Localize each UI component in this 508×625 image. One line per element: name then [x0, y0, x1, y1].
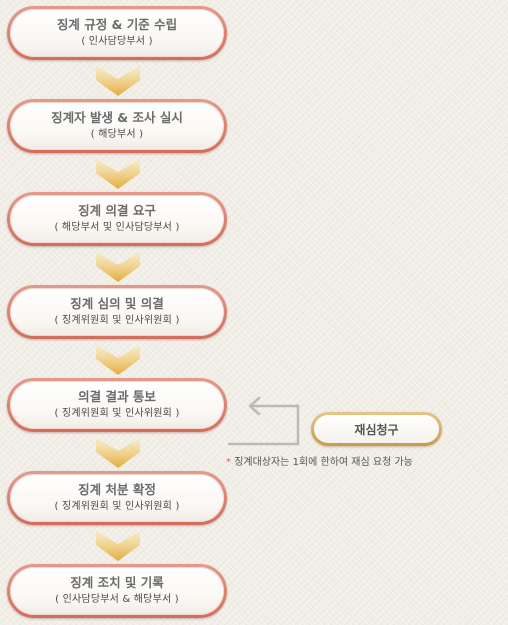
flow-step-4-title: 징계 심의 및 의결 [70, 296, 164, 311]
flow-step-1: 징계 규정 & 기준 수립 ( 인사담당부서 ) [7, 6, 227, 60]
down-arrow-icon [96, 66, 140, 96]
flow-step-1-box: 징계 규정 & 기준 수립 ( 인사담당부서 ) [10, 9, 224, 57]
flow-step-4-sub: ( 징계위원회 및 인사위원회 ) [54, 315, 180, 326]
flow-step-3: 징계 의결 요구 ( 해당부서 및 인사담당부서 ) [7, 192, 227, 246]
flow-step-5-title: 의결 결과 통보 [78, 389, 156, 404]
appeal-request-label: 재심청구 [354, 422, 399, 437]
flow-step-5-box: 의결 결과 통보 ( 징계위원회 및 인사위원회 ) [10, 381, 224, 429]
note-asterisk: * [226, 457, 231, 468]
flow-step-5: 의결 결과 통보 ( 징계위원회 및 인사위원회 ) [7, 378, 227, 432]
appeal-request-box: 재심청구 [314, 415, 439, 443]
flow-step-2-sub: ( 해당부서 ) [90, 129, 144, 140]
down-arrow-icon [96, 438, 140, 468]
flow-step-4: 징계 심의 및 의결 ( 징계위원회 및 인사위원회 ) [7, 285, 227, 339]
down-arrow-icon [96, 345, 140, 375]
down-arrow-icon [96, 531, 140, 561]
flow-step-5-sub: ( 징계위원회 및 인사위원회 ) [54, 408, 180, 419]
flow-step-6-title: 징계 처분 확정 [78, 482, 156, 497]
flow-step-1-sub: ( 인사담당부서 ) [81, 36, 153, 47]
appeal-connector-arrow-icon [228, 396, 300, 446]
flow-step-7-box: 징계 조치 및 기록 ( 인사담당부서 & 해당부서 ) [10, 567, 224, 615]
flow-step-6-box: 징계 처분 확정 ( 징계위원회 및 인사위원회 ) [10, 474, 224, 522]
down-arrow-icon [96, 252, 140, 282]
flow-step-3-box: 징계 의결 요구 ( 해당부서 및 인사담당부서 ) [10, 195, 224, 243]
down-arrow-icon [96, 159, 140, 189]
appeal-note-text: 징계대상자는 1회에 한하여 재심 요청 가능 [234, 457, 413, 468]
flow-step-3-title: 징계 의결 요구 [78, 203, 156, 218]
flow-step-3-sub: ( 해당부서 및 인사담당부서 ) [54, 222, 180, 233]
flow-step-6: 징계 처분 확정 ( 징계위원회 및 인사위원회 ) [7, 471, 227, 525]
flow-step-7-sub: ( 인사담당부서 & 해당부서 ) [55, 594, 179, 605]
appeal-note: * 징계대상자는 1회에 한하여 재심 요청 가능 [226, 453, 413, 468]
flow-step-4-box: 징계 심의 및 의결 ( 징계위원회 및 인사위원회 ) [10, 288, 224, 336]
appeal-request-button[interactable]: 재심청구 [311, 412, 442, 446]
flow-step-6-sub: ( 징계위원회 및 인사위원회 ) [54, 501, 180, 512]
flow-step-7-title: 징계 조치 및 기록 [70, 575, 164, 590]
flow-step-2-box: 징계자 발생 & 조사 실시 ( 해당부서 ) [10, 102, 224, 150]
flow-step-2: 징계자 발생 & 조사 실시 ( 해당부서 ) [7, 99, 227, 153]
flow-step-2-title: 징계자 발생 & 조사 실시 [51, 110, 183, 125]
flow-step-1-title: 징계 규정 & 기준 수립 [56, 17, 178, 32]
flow-step-7: 징계 조치 및 기록 ( 인사담당부서 & 해당부서 ) [7, 564, 227, 618]
